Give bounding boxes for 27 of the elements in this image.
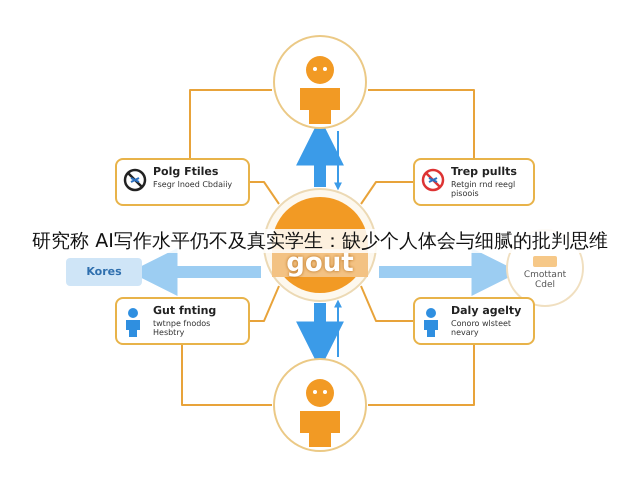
info-card [115,297,250,345]
arrow [334,300,342,357]
person-circle [272,357,368,453]
connector-line [368,345,475,406]
card-title: Daly agelty [451,304,522,317]
connector-line [360,286,413,322]
arrow [334,131,342,190]
info-card [115,158,250,206]
connector-line [250,181,280,205]
card-text: twtnpe fnodos Hesbtry [153,319,212,338]
card-title: Gut fnting [153,304,218,317]
person-circle [272,34,368,130]
connector-line [189,89,272,158]
card-text: Conoro wlsteet nevary [451,319,512,338]
card-text: Retgin rnd reegl pisoois [451,180,516,198]
card-title: Trep pullts [451,165,518,178]
connector-line [250,286,280,322]
info-card [413,297,535,345]
connector-line [368,89,475,158]
connector-line [181,345,272,406]
tag-text: Kores [85,264,123,280]
card-title: Polg Ftiles [153,165,220,178]
node-label: Cmottant Cdel [522,271,568,291]
label-tag [66,258,142,286]
card-text: Fsegr lnoed Cbdaiiy [153,180,234,190]
info-card [413,158,535,206]
connector-line [360,181,413,205]
